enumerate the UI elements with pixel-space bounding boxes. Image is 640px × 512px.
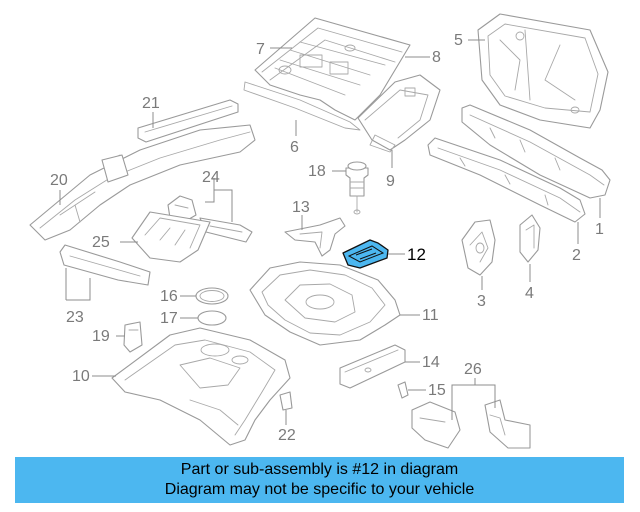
callout-8: 8	[432, 49, 441, 66]
part-24-brackets	[167, 195, 253, 243]
part-2-lower-member	[427, 137, 586, 223]
part-4-bracket	[519, 214, 541, 263]
part-20-side-member	[29, 124, 256, 241]
callout-24: 24	[202, 169, 220, 186]
part-3-bracket	[461, 219, 496, 276]
callout-16: 16	[160, 288, 178, 305]
part-25-crossmember	[131, 211, 211, 263]
callout-20: 20	[50, 172, 68, 189]
part-26-deflectors	[411, 399, 531, 449]
callout-15: 15	[428, 382, 446, 399]
part-18-jack	[345, 161, 369, 215]
callout-7: 7	[256, 41, 265, 58]
parts-diagram: 7 8 5 6 9 21 18 13 12 1 2 3 4 20 24 25 2…	[29, 13, 611, 449]
callout-26: 26	[464, 361, 482, 378]
part-23-member	[59, 244, 151, 286]
part-9-bracket	[357, 74, 441, 153]
callout-9: 9	[386, 173, 395, 190]
callout-12: 12	[407, 245, 426, 264]
callout-21: 21	[142, 95, 160, 112]
part-5-rear-panel	[477, 13, 609, 129]
part-12-highlighted-bracket	[342, 239, 389, 269]
part-15-clip	[397, 381, 409, 399]
callout-4: 4	[525, 285, 534, 302]
callout-19: 19	[92, 328, 110, 345]
callout-2: 2	[572, 247, 581, 264]
part-22-clip	[279, 391, 293, 411]
callout-14: 14	[422, 354, 440, 371]
callout-6: 6	[290, 139, 299, 156]
part-14-member	[339, 344, 406, 389]
callout-labels: 7 8 5 6 9 21 18 13 12 1 2 3 4 20 24 25 2…	[50, 32, 604, 444]
part-1-bumper-reinforcement	[461, 104, 611, 199]
leader-lines	[59, 39, 601, 425]
callout-13: 13	[292, 199, 310, 216]
info-banner: Part or sub-assembly is #12 in diagram D…	[15, 457, 624, 503]
callout-18: 18	[308, 163, 326, 180]
callout-25: 25	[92, 234, 110, 251]
part-11-wheel-well	[249, 261, 401, 346]
callout-23: 23	[66, 309, 84, 326]
callout-22: 22	[278, 427, 296, 444]
part-13-brace	[284, 217, 346, 257]
callout-11: 11	[422, 307, 439, 324]
part-7-parcel-shelf	[243, 17, 411, 131]
banner-line-disclaimer: Diagram may not be specific to your vehi…	[164, 481, 475, 498]
part-16-ring	[195, 287, 229, 305]
banner-line-part-number: Part or sub-assembly is #12 in diagram	[180, 461, 459, 478]
callout-17: 17	[160, 310, 178, 327]
callout-3: 3	[477, 293, 486, 310]
callout-1: 1	[595, 221, 604, 238]
callout-5: 5	[454, 32, 463, 49]
part-17-ring	[197, 310, 227, 326]
part-10-rear-floor	[111, 327, 291, 446]
callout-10: 10	[72, 368, 90, 385]
part-19-bracket	[123, 321, 143, 353]
part-21-rail	[137, 99, 239, 143]
